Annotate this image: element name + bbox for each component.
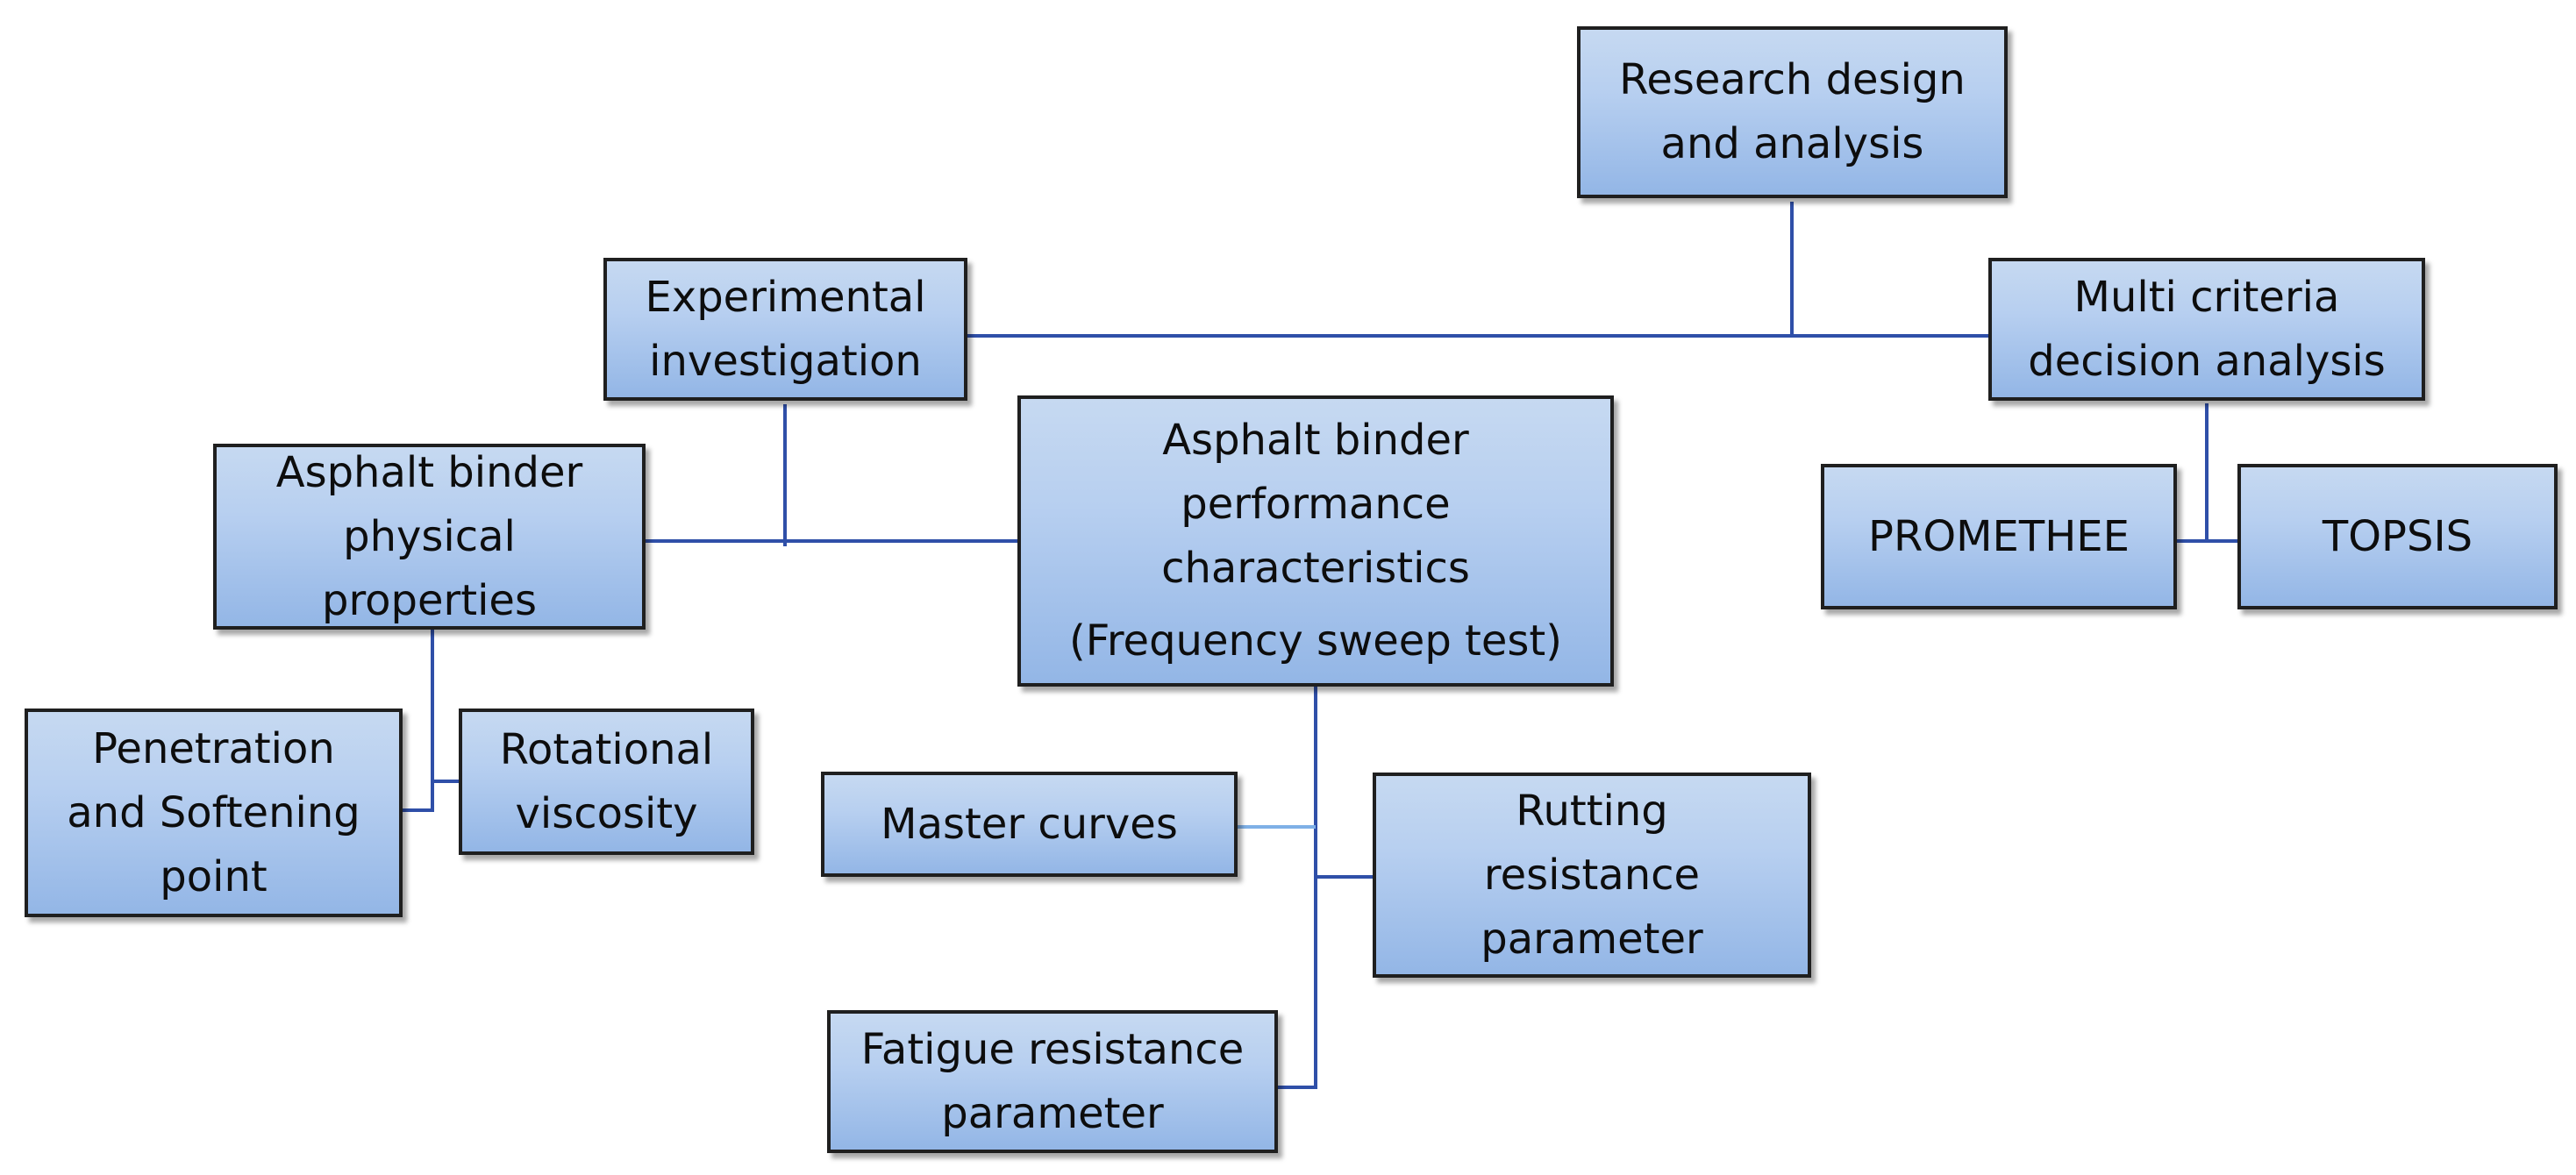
penetration-softening-label: Penetration and Softening point <box>67 723 360 901</box>
physical-properties-label: Asphalt binder physical properties <box>275 447 583 625</box>
promethee-box: PROMETHEE <box>1821 464 2177 609</box>
promethee-label: PROMETHEE <box>1868 511 2130 561</box>
rutting-resistance-label: Rutting resistance parameter <box>1481 786 1703 964</box>
mcda-label: Multi criteria decision analysis <box>2028 272 2386 386</box>
penetration-softening-box: Penetration and Softening point <box>25 709 403 917</box>
connector-penetration <box>401 780 434 812</box>
rotational-viscosity-box: Rotational viscosity <box>459 709 754 855</box>
master-curves-box: Master curves <box>821 772 1238 877</box>
research-design-box: Research design and analysis <box>1577 26 2008 198</box>
fatigue-resistance-box: Fatigue resistance parameter <box>827 1010 1278 1153</box>
topsis-label: TOPSIS <box>2322 511 2473 561</box>
experimental-investigation-label: Experimental investigation <box>645 272 926 386</box>
physical-properties-box: Asphalt binder physical properties <box>213 444 646 630</box>
master-curves-label: Master curves <box>881 799 1178 849</box>
research-design-label: Research design and analysis <box>1619 55 1966 168</box>
topsis-box: TOPSIS <box>2237 464 2558 609</box>
performance-characteristics-label: Asphalt binder performance characteristi… <box>1069 416 1562 666</box>
experimental-investigation-box: Experimental investigation <box>603 258 967 401</box>
rutting-resistance-box: Rutting resistance parameter <box>1373 773 1811 978</box>
rotational-viscosity-label: Rotational viscosity <box>499 724 714 838</box>
fatigue-resistance-label: Fatigue resistance parameter <box>860 1024 1245 1138</box>
mcda-box: Multi criteria decision analysis <box>1988 258 2425 401</box>
performance-characteristics-box: Asphalt binder performance characteristi… <box>1017 395 1614 687</box>
